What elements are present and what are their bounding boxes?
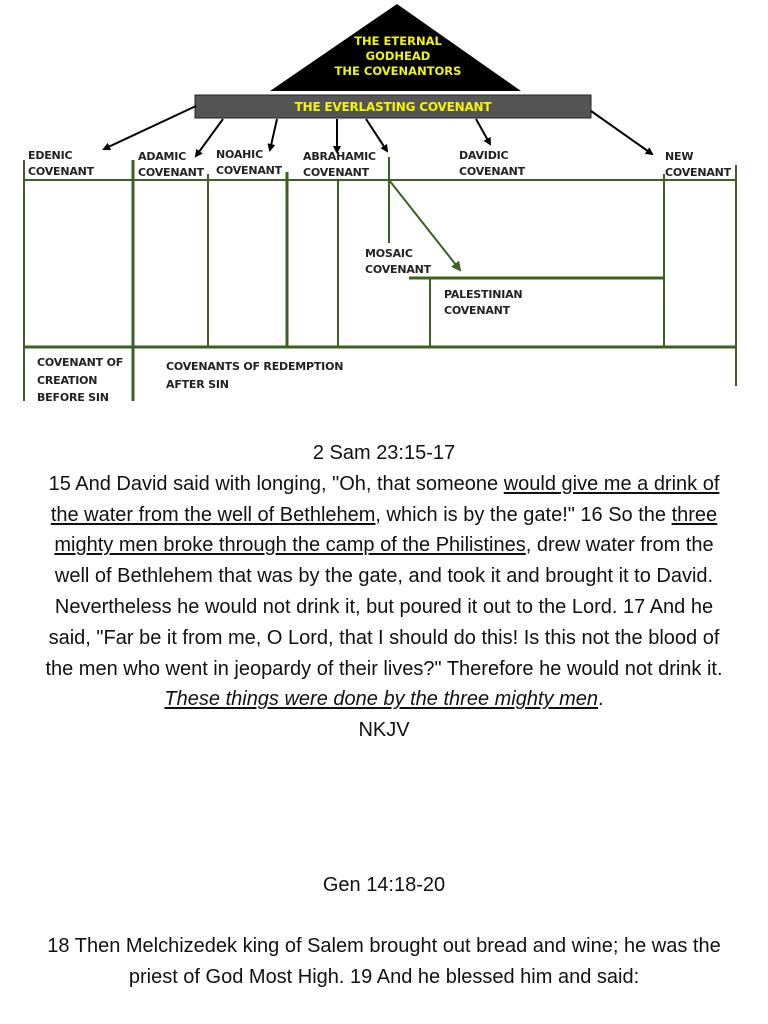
passage-note: These things were done by the three migh… [164,688,604,711]
passage-reference: Gen 14:18-20 [322,874,446,896]
passage-genesis: Gen 14:18-20 18 Then Melchizedek king of… [40,870,728,992]
apex-line-2: GODHEAD [365,49,431,63]
godhead-triangle [270,4,521,91]
covenant-diagram: THE ETERNAL GODHEAD THE COVENANTORS THE … [0,0,768,410]
underlined-phrase: would give me a drink of the water from … [50,472,720,526]
godhead-label: THE ETERNAL GODHEAD THE COVENANTORS [300,34,496,79]
underlined-phrase: three mighty men broke through the camp … [54,503,718,557]
diagram-lines [23,4,737,401]
apex-line-3: THE COVENANTORS [334,64,462,78]
everlasting-covenant-label: THE EVERLASTING COVENANT [294,100,492,114]
passage-body: 18 Then Melchizedek king of Salem brough… [47,934,721,988]
passage-reference: 2 Sam 23:15-17 [312,442,456,464]
passage-2-samuel: 2 Sam 23:15-17 15 And David said with lo… [40,438,728,746]
apex-line-1: THE ETERNAL [354,34,442,48]
passage-body: 15 And David said with longing, "Oh, tha… [45,472,723,680]
passage-version: NKJV [358,719,410,742]
